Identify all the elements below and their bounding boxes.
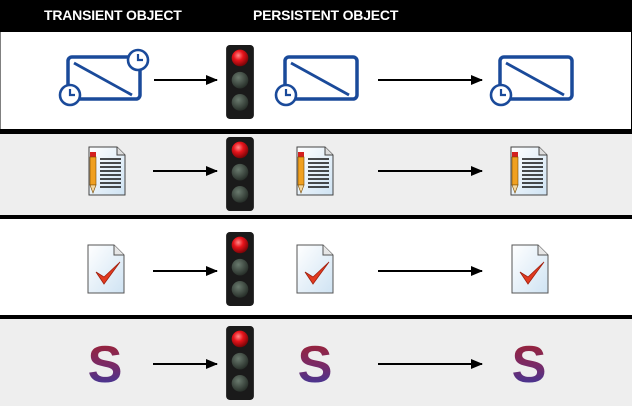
document-checkmark-icon — [296, 244, 334, 294]
row-1-graphic — [0, 31, 632, 130]
transient-object-header: TRANSIENT OBJECT — [44, 7, 182, 23]
row-2-graphic — [0, 134, 632, 215]
document-pencil-icon — [296, 146, 334, 196]
persistent-object-header: PERSISTENT OBJECT — [253, 7, 399, 23]
document-checkmark-icon — [511, 244, 549, 294]
traffic-light-icon — [226, 137, 254, 211]
timer-envelope-icon — [58, 48, 150, 107]
diagram-row-document-checkmark — [0, 219, 632, 315]
traffic-light-icon — [226, 45, 254, 119]
letter-s-icon — [511, 337, 547, 387]
document-pencil-icon — [510, 146, 548, 196]
row-3-graphic — [0, 219, 632, 315]
timer-envelope-icon — [489, 55, 574, 107]
letter-s-icon — [87, 337, 123, 387]
document-checkmark-icon — [87, 244, 125, 294]
diagram-row-letter-s — [0, 319, 632, 406]
traffic-light-icon — [226, 232, 254, 306]
traffic-light-icon — [226, 326, 254, 400]
diagram-row-document-pencil — [0, 134, 632, 215]
timer-envelope-icon — [274, 55, 359, 107]
row-4-graphic — [0, 319, 632, 406]
letter-s-icon — [297, 337, 333, 387]
document-pencil-icon — [88, 146, 126, 196]
diagram-row-timer-envelope — [0, 31, 632, 130]
